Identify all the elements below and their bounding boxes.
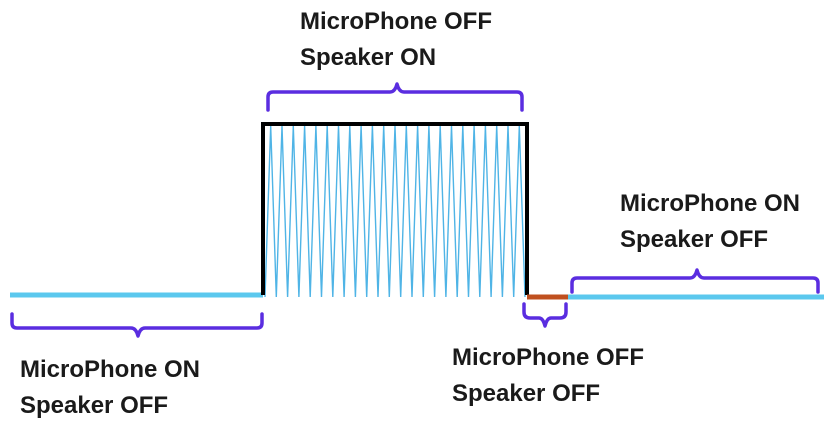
label-mic-on-before: MicroPhone ON Speaker OFF [20, 352, 200, 424]
speaker-burst-waveform [264, 125, 526, 298]
label-speaker-on-mic: MicroPhone OFF [300, 8, 492, 35]
bracket-after [570, 268, 820, 294]
label-speaker-on: MicroPhone OFF Speaker ON [300, 4, 492, 76]
label-speaker-on-speaker: Speaker ON [300, 44, 437, 71]
label-mic-on-after: MicroPhone ON Speaker OFF [620, 186, 800, 258]
label-all-off-mic: MicroPhone OFF [452, 344, 644, 371]
label-mic-on-before-speaker: Speaker OFF [20, 392, 169, 419]
bracket-gap [522, 302, 568, 328]
label-all-off-speaker: Speaker OFF [452, 380, 601, 407]
label-mic-on-after-speaker: Speaker OFF [620, 226, 769, 253]
label-all-off: MicroPhone OFF Speaker OFF [452, 340, 644, 412]
bracket-before [10, 312, 264, 338]
label-mic-on-before-mic: MicroPhone ON [20, 356, 201, 383]
speaker-waveform-zigzag [264, 125, 526, 298]
label-mic-on-after-mic: MicroPhone ON [620, 190, 801, 217]
bracket-burst [266, 82, 524, 112]
speaker-burst-outline [261, 122, 529, 295]
